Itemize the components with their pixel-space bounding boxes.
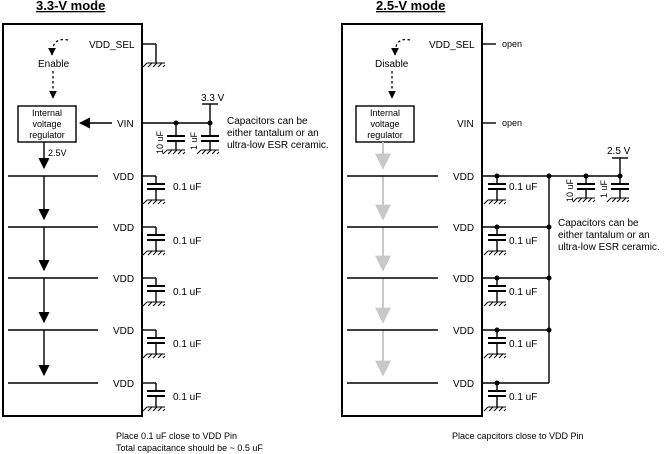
svg-text:VDD: VDD [113,379,134,390]
ground-icon [483,199,507,205]
right-bulk-cap-1uf: 1 uF [599,179,609,198]
right-supply-label: 2.5 V [607,146,631,157]
left-bulk-cap-1uf: 1 uF [189,131,199,150]
left-vdd-row: VDD 0.1 uF [8,223,201,256]
svg-text:VDD: VDD [113,326,134,337]
svg-text:VDD: VDD [113,172,134,183]
right-vdd-row: VDD 0.1 uF [347,379,537,412]
left-vdd-row: VDD 0.1 uF [8,172,201,205]
left-enable-dashed-arrow [48,38,69,56]
left-bulk-capacitors [162,123,220,155]
svg-text:0.1 uF: 0.1 uF [173,392,201,403]
right-vdd-row: VDD 0.1 uF [347,223,552,256]
left-vdd-row: VDD 0.1 uF [8,274,201,307]
ground-icon [483,353,507,359]
right-bulk-cap-10uf: 10 uF [565,178,575,202]
right-bulk-capacitors [572,176,630,203]
left-footer-2: Total capacitance should be ~ 0.5 uF [116,443,263,453]
left-supply-label: 3.3 V [201,93,225,104]
ground-icon [142,301,166,307]
svg-text:0.1 uF: 0.1 uF [509,287,537,298]
right-chip-outline [341,23,483,417]
left-regulator-box [17,105,77,143]
svg-text:VDD: VDD [453,326,474,337]
svg-text:0.1 uF: 0.1 uF [173,287,201,298]
ground-icon [142,406,166,412]
svg-text:VDD: VDD [113,223,134,234]
right-footer: Place capcitors close to VDD Pin [452,431,584,441]
right-cap-note-2: either tantalum or an [558,230,650,241]
svg-text:VDD: VDD [453,379,474,390]
svg-text:0.1 uF: 0.1 uF [173,182,201,193]
left-cap-note-1: Capacitors can be [227,116,308,127]
right-vdd-sel-state: open [502,39,522,49]
right-cap-note-1: Capacitors can be [558,218,639,229]
svg-text:0.1 uF: 0.1 uF [173,339,201,350]
right-regulator-line-2: voltage [370,119,399,129]
right-vin-label: VIN [457,119,474,130]
left-vdd-sel-label: VDD_SEL [89,40,135,51]
left-chip-outline [2,23,143,417]
right-cap-note-3: ultra-low ESR ceramic. [558,242,660,253]
left-footer-1: Place 0.1 uF close to VDD Pin [116,431,237,441]
right-vin-state: open [502,118,522,128]
svg-text:VDD: VDD [453,172,474,183]
svg-text:0.1 uF: 0.1 uF [509,339,537,350]
left-cap-note-3: ultra-low ESR ceramic. [227,140,329,151]
svg-text:0.1 uF: 0.1 uF [173,236,201,247]
left-regulator-line-2: voltage [32,119,61,129]
right-vdd-row: VDD 0.1 uF [347,326,552,359]
right-title: 2.5-V mode [376,0,445,13]
right-regulator-line-1: Internal [370,108,400,118]
svg-text:VDD: VDD [453,274,474,285]
ground-icon [142,199,166,205]
right-panel-2v5-mode: 2.5-V mode VDD_SEL open Disable Internal… [341,0,660,441]
svg-text:VDD: VDD [113,274,134,285]
left-vdd-row: VDD 0.1 uF [8,379,201,412]
svg-text:0.1 uF: 0.1 uF [509,182,537,193]
right-disable-dashed-arrow [391,38,411,56]
ground-icon [483,406,507,412]
right-regulator-line-3: regulator [367,130,403,140]
left-regulator-line-3: regulator [29,130,65,140]
left-vin-label: VIN [117,119,134,130]
svg-text:VDD: VDD [453,223,474,234]
ground-icon [483,250,507,256]
left-bulk-cap-10uf: 10 uF [155,130,165,154]
left-action-label: Enable [38,59,70,70]
left-panel-3v3-mode: 3.3-V mode VDD_SEL Enable Internal volta… [2,0,329,453]
ground-icon [142,62,166,68]
ground-icon [142,353,166,359]
left-cap-note-2: either tantalum or an [227,128,319,139]
right-action-label: Disable [375,59,409,70]
left-vdd-row: VDD 0.1 uF [8,326,201,359]
right-vdd-row: VDD 0.1 uF [347,172,537,205]
right-regulator-box [355,105,415,143]
left-title: 3.3-V mode [36,0,105,13]
right-vdd-sel-label: VDD_SEL [429,40,475,51]
svg-text:0.1 uF: 0.1 uF [509,392,537,403]
ground-icon [483,301,507,307]
right-vdd-row: VDD 0.1 uF [347,274,552,307]
svg-text:0.1 uF: 0.1 uF [509,236,537,247]
ground-icon [142,250,166,256]
left-regulator-line-1: Internal [32,108,62,118]
left-internal-voltage: 2.5V [48,148,67,158]
